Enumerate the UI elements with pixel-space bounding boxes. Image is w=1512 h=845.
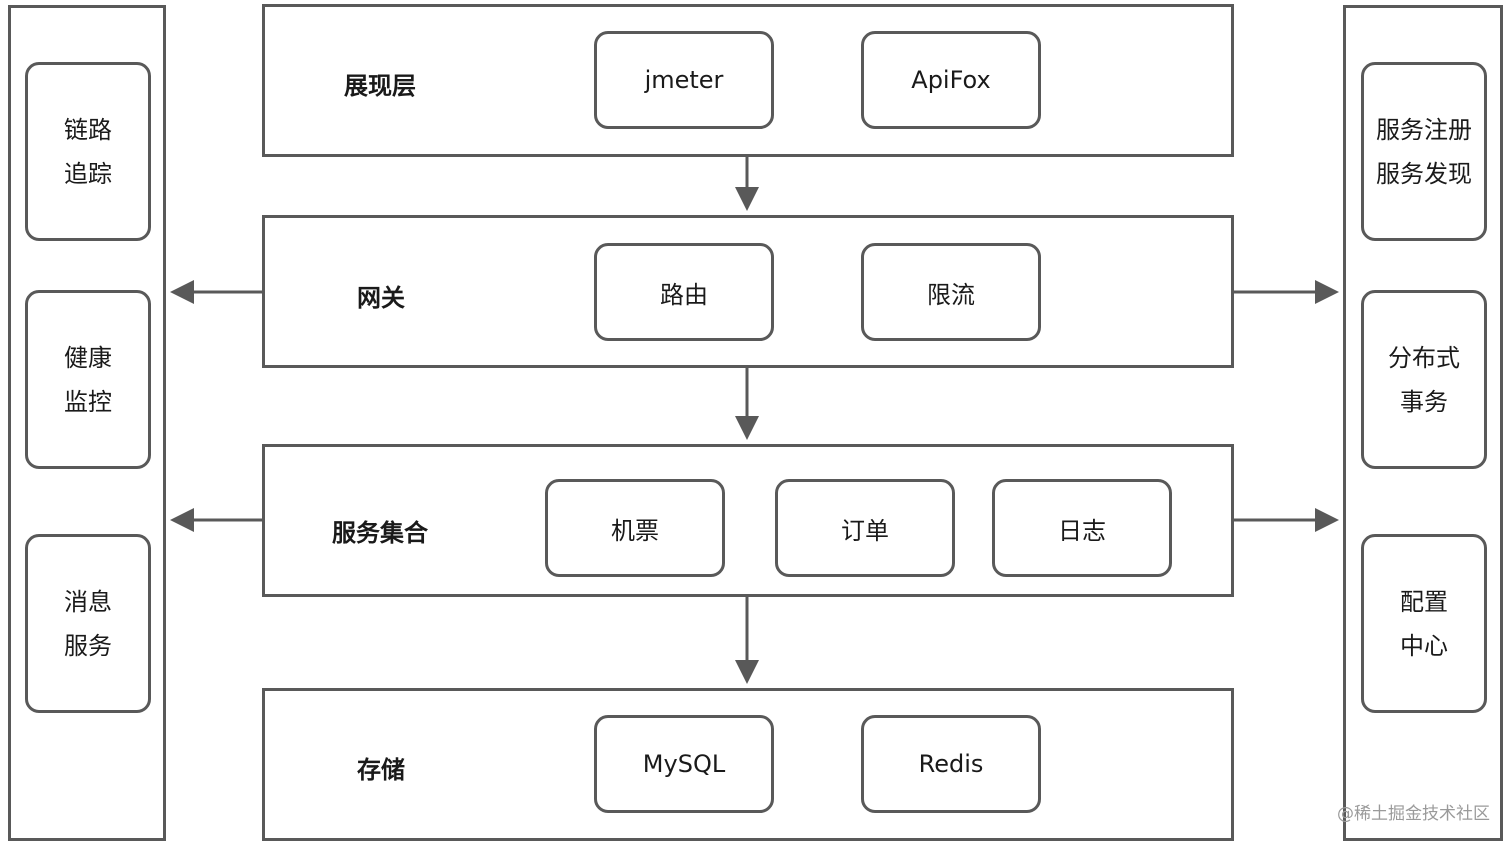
service-registry-box: 服务注册 服务发现	[1361, 62, 1487, 241]
health-monitor-line-2: 监控	[64, 387, 112, 416]
routing-box: 路由	[594, 243, 774, 341]
health-monitor-box: 健康 监控	[25, 290, 151, 469]
service-registry-line-2: 服务发现	[1376, 159, 1472, 188]
presentation-layer-title: 展现层	[344, 72, 416, 100]
distributed-transaction-box: 分布式 事务	[1361, 290, 1487, 469]
config-center-box: 配置 中心	[1361, 534, 1487, 713]
mysql-box: MySQL	[594, 715, 774, 813]
message-service-line-2: 服务	[64, 631, 112, 660]
message-service-box: 消息 服务	[25, 534, 151, 713]
apifox-box: ApiFox	[861, 31, 1041, 129]
config-center-line-1: 配置	[1400, 587, 1448, 616]
tracing-line-1: 链路	[64, 115, 112, 144]
health-monitor-line-1: 健康	[64, 343, 112, 372]
jmeter-box: jmeter	[594, 31, 774, 129]
storage-layer-title: 存储	[357, 756, 405, 784]
rate-limit-box: 限流	[861, 243, 1041, 341]
ticket-service-box: 机票	[545, 479, 725, 577]
distributed-transaction-line-1: 分布式	[1388, 343, 1460, 372]
redis-box: Redis	[861, 715, 1041, 813]
watermark: @稀土掘金技术社区	[1337, 804, 1490, 824]
tracing-box: 链路 追踪	[25, 62, 151, 241]
log-service-box: 日志	[992, 479, 1172, 577]
message-service-line-1: 消息	[64, 587, 112, 616]
config-center-line-2: 中心	[1400, 631, 1448, 660]
tracing-line-2: 追踪	[64, 159, 112, 188]
distributed-transaction-line-2: 事务	[1400, 387, 1448, 416]
storage-layer	[262, 688, 1234, 841]
service-registry-line-1: 服务注册	[1376, 115, 1472, 144]
gateway-layer-title: 网关	[357, 284, 405, 312]
services-layer-title: 服务集合	[332, 519, 428, 547]
order-service-box: 订单	[775, 479, 955, 577]
